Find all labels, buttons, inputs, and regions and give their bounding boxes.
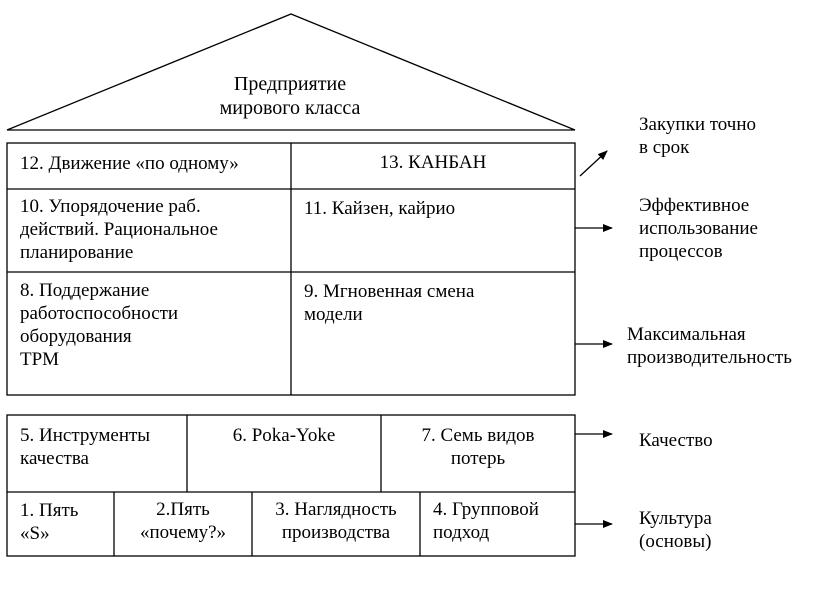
roof-triangle [6,13,576,131]
cell-6: 6. Poka-Yoke [232,425,336,446]
cell-11: 11. Кайзен, кайрио [304,198,456,219]
cell-12: 12. Движение «по одному» [20,153,239,174]
outcome-productivity: Максимальная производительность [627,323,827,369]
cell-9: 9. Мгновенная смена модели [304,281,475,325]
roof-title: Предприятие мирового класса [219,73,361,119]
arrow-1 [579,150,608,177]
cell-3: 3. Наглядность производства [275,499,397,543]
cell-10: 10. Упорядочение раб. действий. Рационал… [20,196,218,263]
outcome-quality: Качество [627,429,789,452]
cell-7: 7. Семь видов потерь [421,425,535,469]
cell-5: 5. Инструменты качества [20,425,151,469]
outcome-culture: Культура (основы) [627,507,789,553]
cell-8: 8. Поддержание работоспособности оборудо… [20,280,179,370]
lower-block [6,414,576,557]
outcome-efficiency: Эффективное использование процессов [627,194,809,263]
outcome-procurement: Закупки точно в срок [627,113,799,159]
cell-13: 13. КАНБАН [379,152,487,173]
cell-1: 1. Пять «S» [20,500,79,544]
cell-4: 4. Групповой подход [433,499,539,543]
cell-2: 2.Пять «почему?» [139,499,227,543]
